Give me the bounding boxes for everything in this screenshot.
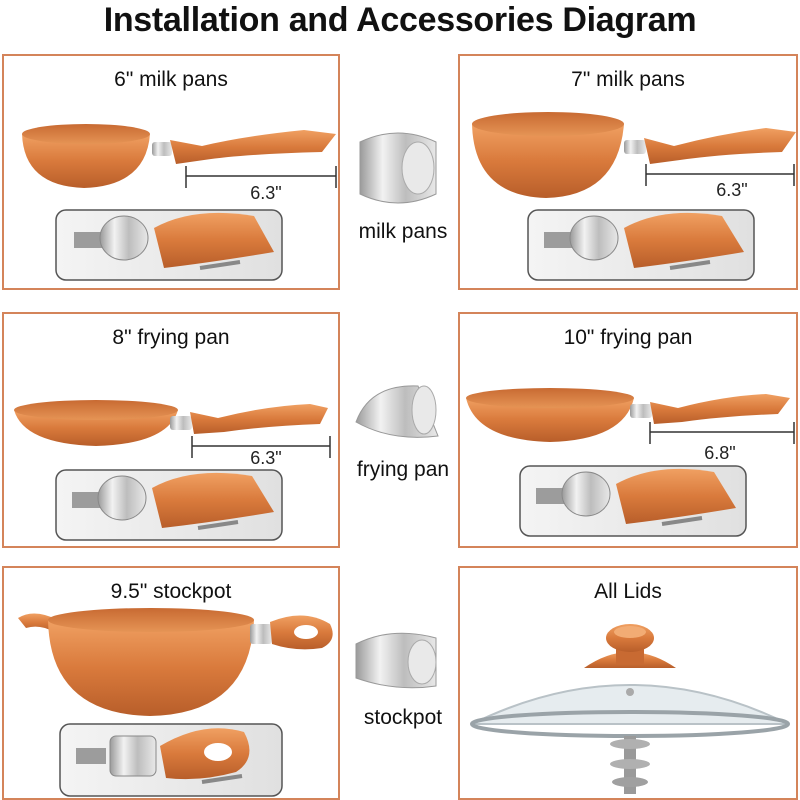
panel-stockpot: 9.5" stockpot — [2, 566, 340, 800]
ring-label-frying-pan: frying pan — [356, 458, 450, 481]
dimension-label: 6.3" — [250, 448, 281, 468]
panel-10in-frying-pan: 10" frying pan 6.8" — [458, 312, 798, 548]
panel-6in-milk-pan: 6" milk pans 6.3" — [2, 54, 340, 290]
panel-label: 9.5" stockpot — [110, 580, 232, 603]
dimension-label: 6.8" — [704, 443, 735, 463]
panel-label: All Lids — [594, 580, 662, 603]
milk-pan-7-illustration: 6.3" — [472, 112, 796, 281]
panel-label: 7" milk pans — [571, 68, 685, 91]
panel-lids: All Lids — [458, 566, 798, 800]
dimension-label: 6.3" — [716, 180, 747, 200]
panel-label: 8" frying pan — [112, 326, 230, 349]
frying-pan-ring-icon — [355, 385, 439, 438]
ring-label-stockpot: stockpot — [363, 706, 443, 729]
frying-pan-8-illustration: 6.3" — [14, 400, 331, 541]
dimension-label: 6.3" — [250, 183, 281, 203]
stockpot-ring-icon — [355, 632, 437, 689]
lid-illustration — [470, 624, 790, 794]
page-title: Installation and Accessories Diagram — [103, 1, 697, 39]
stockpot-illustration — [18, 608, 333, 797]
frying-pan-10-illustration: 6.8" — [466, 388, 795, 537]
milk-pan-6-illustration: 6.3" — [22, 124, 337, 281]
panel-label: 10" frying pan — [563, 326, 693, 349]
milk-pan-ring-icon — [359, 132, 437, 204]
panel-label: 6" milk pans — [114, 68, 228, 91]
panel-8in-frying-pan: 8" frying pan 6.3" — [2, 312, 340, 548]
panel-7in-milk-pan: 7" milk pans 6.3" — [458, 54, 798, 290]
ring-label-milk-pans: milk pans — [358, 220, 448, 243]
